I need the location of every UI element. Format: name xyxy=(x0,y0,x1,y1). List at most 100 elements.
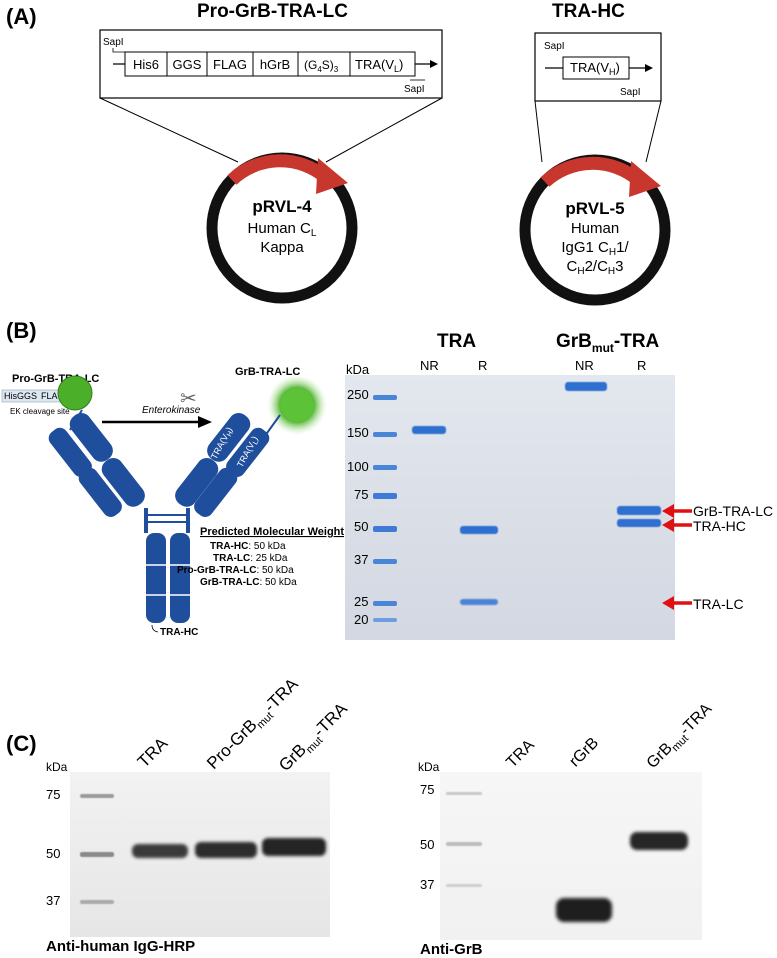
ladder-band xyxy=(446,884,482,887)
ladder-band xyxy=(373,601,397,606)
ladder-band xyxy=(373,395,397,400)
blot1-marker: 37 xyxy=(46,893,61,908)
segment-tra-vl xyxy=(349,51,416,77)
western-blot-2 xyxy=(440,772,702,940)
gel-group1-label: TRA xyxy=(437,331,477,352)
plasmid1-line3: Kappa xyxy=(260,239,304,256)
mw-row: TRA-HC: 50 kDa xyxy=(210,541,286,552)
grb-ball xyxy=(280,388,314,422)
gel-band-tra-nr xyxy=(412,426,446,434)
gel-marker: 20 xyxy=(354,612,369,627)
scissors-icon: ✂ xyxy=(180,388,197,410)
panel-a-letter: (A) xyxy=(6,4,37,29)
ladder-band xyxy=(373,559,397,564)
ladder-band xyxy=(373,493,397,499)
gel-marker: 75 xyxy=(354,487,369,502)
blot2-marker: 75 xyxy=(420,782,435,797)
gel-band-tra-hc xyxy=(460,526,498,534)
segment-his6 xyxy=(124,51,168,77)
segment-tra-vh-label: TRA(VH) xyxy=(570,60,620,77)
gel-marker: 250 xyxy=(347,387,369,402)
construct2-title: TRA-HC xyxy=(552,1,625,22)
gel-lane-label: R xyxy=(478,358,488,373)
segment-tra-label: TRA(VL) xyxy=(355,57,403,74)
gel-marker: 150 xyxy=(347,425,369,440)
blot1-marker: 50 xyxy=(46,846,61,861)
gel-lane-label: R xyxy=(637,358,647,373)
ladder-band xyxy=(446,792,482,795)
blot1-lane3-label: GrBmut-TRA xyxy=(275,699,352,775)
mw-row: TRA-LC: 25 kDa xyxy=(213,553,288,564)
panel-b-letter: (B) xyxy=(6,318,37,343)
panel-c-letter: (C) xyxy=(6,731,37,756)
antibody-shape xyxy=(48,412,270,623)
blot2-marker: 37 xyxy=(420,877,435,892)
sapi-right-label: SapI xyxy=(404,84,425,95)
gel-marker: 100 xyxy=(347,459,369,474)
segment-label: FLAG xyxy=(213,57,247,72)
grb-tra-lc-label: GrB-TRA-LC xyxy=(235,366,300,378)
gel-kda-title: kDa xyxy=(346,362,370,377)
segment-hgrb xyxy=(252,51,299,77)
construct1-title: Pro-GrB-TRA-LC xyxy=(197,1,348,22)
segment-g4s-label: (G4S)3 xyxy=(304,58,339,74)
gel-band-grb-lc xyxy=(617,506,661,515)
ladder-band xyxy=(373,432,397,437)
sds-gel xyxy=(345,375,675,640)
ladder-band xyxy=(80,900,114,904)
plasmid2-line2: Human xyxy=(571,220,619,237)
mw-row: Pro-GrB-TRA-LC: 50 kDa xyxy=(177,565,294,576)
blot2-caption: Anti-GrB xyxy=(420,941,483,958)
blot2-lane3-label: GrBmut-TRA xyxy=(643,700,716,772)
gel-lane-label: NR xyxy=(420,358,439,373)
segment-label: hGrB xyxy=(260,57,290,72)
blot1-kda-title: kDa xyxy=(46,760,68,774)
ladder-band xyxy=(446,842,482,846)
pro-grb-ball xyxy=(57,375,93,411)
segment-tra-vh xyxy=(562,56,630,80)
plasmid2-line4: CH2/CH3 xyxy=(567,258,624,277)
mw-row: GrB-TRA-LC: 50 kDa xyxy=(200,577,297,588)
ek-site-label: EK cleavage site xyxy=(10,407,70,416)
blot-band-rgrb xyxy=(556,898,612,922)
blot-band xyxy=(195,842,257,858)
plasmid2-name: pRVL-5 xyxy=(565,199,624,218)
hc-label: TRA-HC xyxy=(160,627,198,638)
ladder-band xyxy=(80,852,114,857)
blot-band xyxy=(262,838,326,856)
blot-band-grb-tra xyxy=(630,832,688,850)
arrow-label-tra-lc: TRA-LC xyxy=(693,596,744,612)
gel-group2-label: GrBmut-TRA xyxy=(556,331,660,355)
blot2-marker: 50 xyxy=(420,837,435,852)
enzyme-label: Enterokinase xyxy=(142,405,201,416)
blot1-lane1-label: TRA xyxy=(133,733,172,772)
blot-band xyxy=(132,844,188,858)
panel-a-diagram: His6 GGS FLAG hGrB (G4S)3 TRA(VL) SapI S… xyxy=(99,29,671,306)
gel-band-grb-nr xyxy=(565,382,607,391)
gel-marker: 37 xyxy=(354,552,369,567)
ladder-band xyxy=(373,465,397,470)
segment-ggs xyxy=(166,51,208,77)
ladder-band xyxy=(80,794,114,798)
blot2-lane2-label: rGrB xyxy=(566,734,603,771)
blot1-marker: 75 xyxy=(46,787,61,802)
segment-label: GGS xyxy=(173,57,202,72)
gel-arrows xyxy=(662,504,692,610)
gel-marker: 25 xyxy=(354,594,369,609)
blot1-caption: Anti-human IgG-HRP xyxy=(46,938,196,955)
ladder-band xyxy=(373,526,397,532)
plasmid1-line2: Human CL xyxy=(248,220,317,239)
gel-lane-label: NR xyxy=(575,358,594,373)
gel-band-grb-hc xyxy=(617,519,661,527)
blot2-kda-title: kDa xyxy=(418,760,440,774)
mw-title: Predicted Molecular Weight xyxy=(200,526,344,538)
sapi-left-label: SapI xyxy=(103,37,124,48)
sapi-right-label-2: SapI xyxy=(620,87,641,98)
segment-label: His6 xyxy=(133,57,159,72)
ladder-band xyxy=(373,618,397,622)
plasmid1-name: pRVL-4 xyxy=(252,197,312,216)
insert-arc-1 xyxy=(227,154,330,185)
blot2-lane1-label: TRA xyxy=(503,736,538,772)
gel-marker: 50 xyxy=(354,519,369,534)
